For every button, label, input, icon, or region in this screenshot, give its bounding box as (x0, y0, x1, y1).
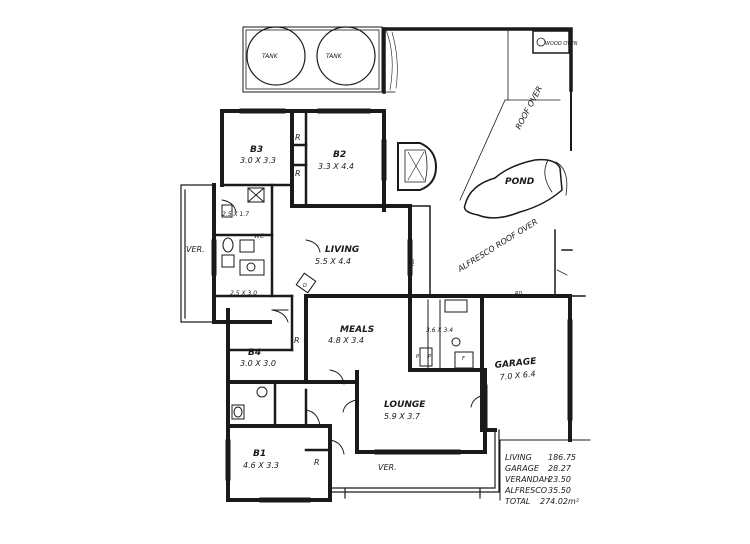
fridge-label: F (462, 356, 465, 362)
wet-area-fixtures (221, 187, 268, 420)
pond-label: POND (505, 177, 535, 187)
bed2-dim: 3.3 X 4.4 (318, 162, 354, 171)
robe-4: R (314, 458, 320, 467)
bed1-name: B1 (253, 449, 266, 459)
meals-dim: 4.8 X 3.4 (328, 336, 364, 345)
alfresco-label: ALFRESCO ROOF OVER (455, 217, 539, 274)
tank-1 (246, 26, 306, 86)
robe-3: R (294, 336, 300, 345)
outdoor-feature (397, 142, 438, 191)
wood-oven (532, 30, 570, 54)
tank-2 (316, 26, 376, 86)
area-garage-label: GARAGE (505, 464, 540, 473)
pantry-2: P (428, 354, 431, 360)
garage-dim: 7.0 X 6.4 (499, 369, 536, 382)
area-total-value: 274.02m² (540, 497, 580, 506)
bed3-dim: 3.0 X 3.3 (240, 156, 276, 165)
area-verandah-label: VERANDAH (505, 475, 550, 484)
exterior-walls (212, 109, 572, 502)
roof-over-label: ROOF OVER (514, 85, 544, 131)
tank-1-label: TANK (262, 53, 279, 60)
courtyard-walls (382, 27, 573, 201)
robe-1: R (295, 133, 301, 142)
area-verandah-value: 23.50 (548, 475, 571, 484)
ensuite-dim: 2.5 X 1.7 (222, 211, 249, 218)
pantry-1: P (416, 354, 419, 360)
robe-2: R (295, 169, 301, 178)
lounge-name: LOUNGE (384, 400, 426, 410)
area-total-label: TOTAL (505, 497, 530, 506)
windows (211, 108, 573, 503)
living-name: LIVING (325, 245, 359, 255)
front-verandah (329, 429, 500, 499)
bed2-name: B2 (333, 150, 346, 160)
verandah-front-label: VER. (378, 463, 397, 472)
wood-oven-label: WOOD OVEN (545, 41, 578, 47)
living-dim: 5.5 X 4.4 (315, 257, 351, 266)
area-living-label: LIVING (505, 453, 532, 462)
meals-name: MEALS (340, 325, 374, 335)
interior-walls (212, 109, 359, 452)
verandah-left-label: VER. (186, 245, 205, 254)
laundry-dim: 2.5 X 3.0 (230, 290, 257, 297)
area-schedule: LIVING 186.75 GARAGE 28.27 VERANDAH 23.5… (504, 453, 580, 506)
area-alfresco-label: ALFRESCO (504, 486, 547, 495)
kitchen-joinery (419, 299, 474, 371)
bed3-name: B3 (250, 145, 263, 155)
wc-label: WC (254, 233, 265, 240)
area-garage-value: 28.27 (548, 464, 572, 473)
lounge-dim: 5.9 X 3.7 (384, 412, 421, 421)
tank-2-label: TANK (326, 53, 343, 60)
area-alfresco-value: 35.50 (548, 486, 571, 495)
bed4-dim: 3.0 X 3.0 (240, 359, 276, 368)
fireplace (295, 272, 317, 294)
left-verandah (180, 184, 215, 323)
alfresco (409, 205, 586, 297)
kitchen-dim: 3.6 X 3.4 (426, 327, 453, 334)
area-table (499, 439, 591, 501)
fireplace-label: D (303, 283, 307, 289)
tank-enclosure (242, 26, 383, 93)
doors (221, 199, 486, 455)
garage-name: GARAGE (494, 357, 537, 371)
bed1-dim: 4.6 X 3.3 (243, 461, 279, 470)
rd-label-1: RD (410, 259, 416, 266)
rd-label-2: RD (515, 291, 522, 297)
area-living-value: 186.75 (548, 453, 576, 462)
pond (463, 158, 568, 219)
bed4-name: B4 (248, 348, 261, 358)
